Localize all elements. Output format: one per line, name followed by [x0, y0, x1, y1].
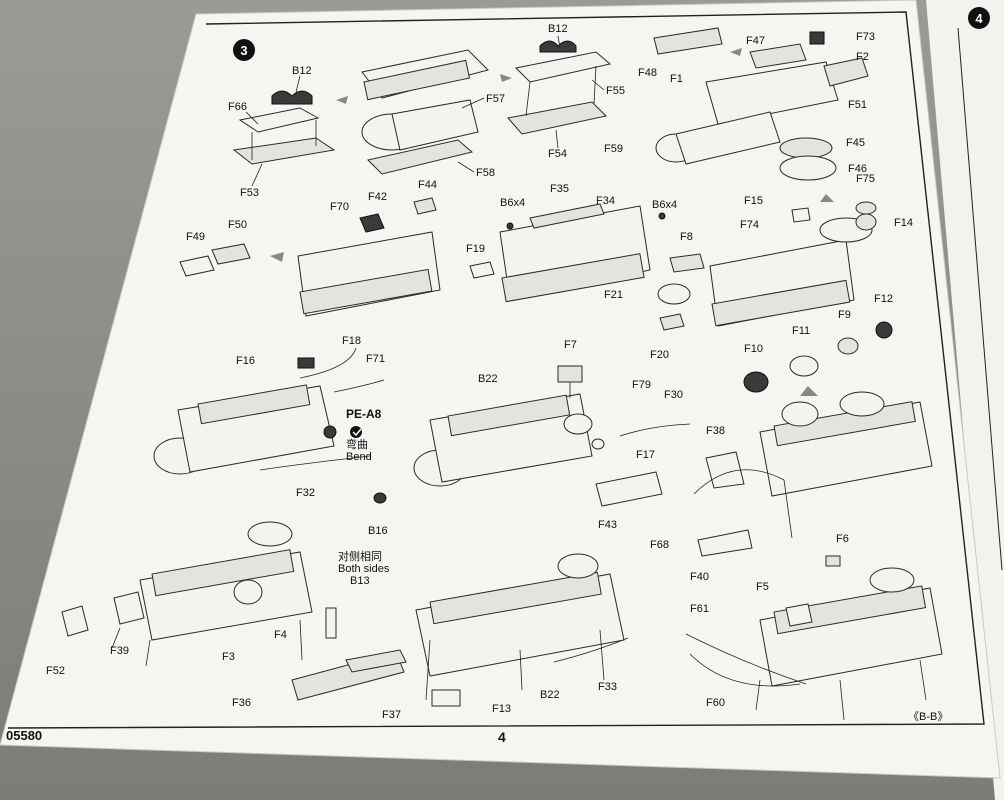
label-f38: F38 — [706, 425, 725, 437]
label-f2: F2 — [856, 51, 869, 63]
label-f10: F10 — [744, 343, 763, 355]
step-badge — [233, 39, 255, 61]
label-f5: F5 — [756, 581, 769, 593]
label-f12: F12 — [874, 293, 893, 305]
label-f74: F74 — [740, 219, 759, 231]
label-f30: F30 — [664, 389, 683, 401]
step-number: 3 — [240, 43, 247, 58]
label-f39: F39 — [110, 645, 129, 657]
label-f51: F51 — [848, 99, 867, 111]
label-f33: F33 — [598, 681, 617, 693]
page-number: 4 — [498, 729, 506, 745]
label-f59: F59 — [604, 143, 623, 155]
label-f37: F37 — [382, 709, 401, 721]
label-f53: F53 — [240, 187, 259, 199]
label-f35: F35 — [550, 183, 569, 195]
label-f75: F75 — [856, 173, 875, 185]
label-f11: F11 — [792, 325, 810, 337]
starter-motor-parts — [743, 321, 893, 393]
label-f46: F46 — [848, 163, 867, 175]
both-sides-cn-text: 对侧相同 — [338, 549, 382, 563]
label-f49: F49 — [186, 231, 205, 243]
next-step-number: 4 — [975, 11, 983, 26]
label-f3: F3 — [222, 651, 235, 663]
label-f71: F71 — [366, 353, 385, 365]
label-f9: F9 — [838, 309, 851, 321]
view-note: 《B-B》 — [908, 710, 948, 723]
engine-row3-right — [693, 386, 933, 557]
kit-code: 05580 — [6, 728, 42, 743]
label-f36: F36 — [232, 697, 251, 709]
engine-row4-right — [685, 555, 943, 721]
engine-row3-left — [153, 347, 385, 475]
label-f18: F18 — [342, 335, 361, 347]
label-f21: F21 — [604, 289, 623, 301]
label-b22: B22 — [478, 373, 498, 385]
engine-row4-middle — [291, 553, 629, 707]
label-f17: F17 — [636, 449, 655, 461]
label-f47: F47 — [746, 35, 765, 47]
label-b6x4-right: B6x4 — [652, 199, 677, 211]
label-f13: F13 — [492, 703, 511, 715]
label-f73: F73 — [856, 31, 875, 43]
label-f52: F52 — [46, 665, 65, 677]
label-f45: F45 — [846, 137, 865, 149]
next-step-badge — [968, 7, 990, 29]
label-f50: F50 — [228, 219, 247, 231]
label-f43: F43 — [598, 519, 617, 531]
bend-cn-text: 弯曲 — [346, 437, 368, 451]
label-f40: F40 — [690, 571, 709, 583]
next-page-sheet — [926, 0, 1004, 800]
engine-row3-middle — [373, 365, 691, 507]
label-f6: F6 — [836, 533, 849, 545]
oil-pan-right-assembly — [507, 40, 612, 135]
crankcase-assembly — [361, 49, 489, 175]
label-f79: F79 — [632, 379, 651, 391]
label-f66: F66 — [228, 101, 247, 113]
oil-pan-small-assembly — [232, 90, 336, 165]
label-f70: F70 — [330, 201, 349, 213]
label-b12: B12 — [292, 65, 312, 77]
label-f61: F61 — [690, 603, 709, 615]
bend-icon — [350, 426, 362, 438]
label-f32: F32 — [296, 487, 315, 499]
engine-block-row2-right — [657, 201, 877, 331]
label-f14: F14 — [894, 217, 913, 229]
label-b6x4-left: B6x4 — [500, 197, 525, 209]
label-f15: F15 — [744, 195, 763, 207]
engine-row4-left — [61, 521, 337, 667]
label-f58: F58 — [476, 167, 495, 179]
label-f55: F55 — [606, 85, 625, 97]
engine-block-row2-middle — [469, 203, 666, 303]
label-b12-right: B12 — [548, 23, 568, 35]
label-f7: F7 — [564, 339, 577, 351]
label-f44: F44 — [418, 179, 437, 191]
label-f4: F4 — [274, 629, 287, 641]
engine-block-row2-left — [179, 197, 441, 317]
label-f60: F60 — [706, 697, 725, 709]
label-pe-a8: PE-A8 — [346, 407, 382, 421]
label-f57: F57 — [486, 93, 505, 105]
label-f54: F54 — [548, 148, 567, 160]
label-b22-lower: B22 — [540, 689, 560, 701]
label-f42: F42 — [368, 191, 387, 203]
label-f34: F34 — [596, 195, 615, 207]
label-f48: F48 — [638, 67, 657, 79]
label-b16: B16 — [368, 525, 388, 537]
both-sides-en-text: Both sides — [338, 563, 390, 575]
label-f16: F16 — [236, 355, 255, 367]
label-f68: F68 — [650, 539, 669, 551]
label-f19: F19 — [466, 243, 485, 255]
label-f8: F8 — [680, 231, 693, 243]
label-f1: F1 — [670, 73, 683, 85]
label-b13: B13 — [350, 575, 370, 587]
engine-block-top-right — [653, 27, 869, 181]
bend-en-text: Bend — [346, 451, 372, 463]
label-f20: F20 — [650, 349, 669, 361]
